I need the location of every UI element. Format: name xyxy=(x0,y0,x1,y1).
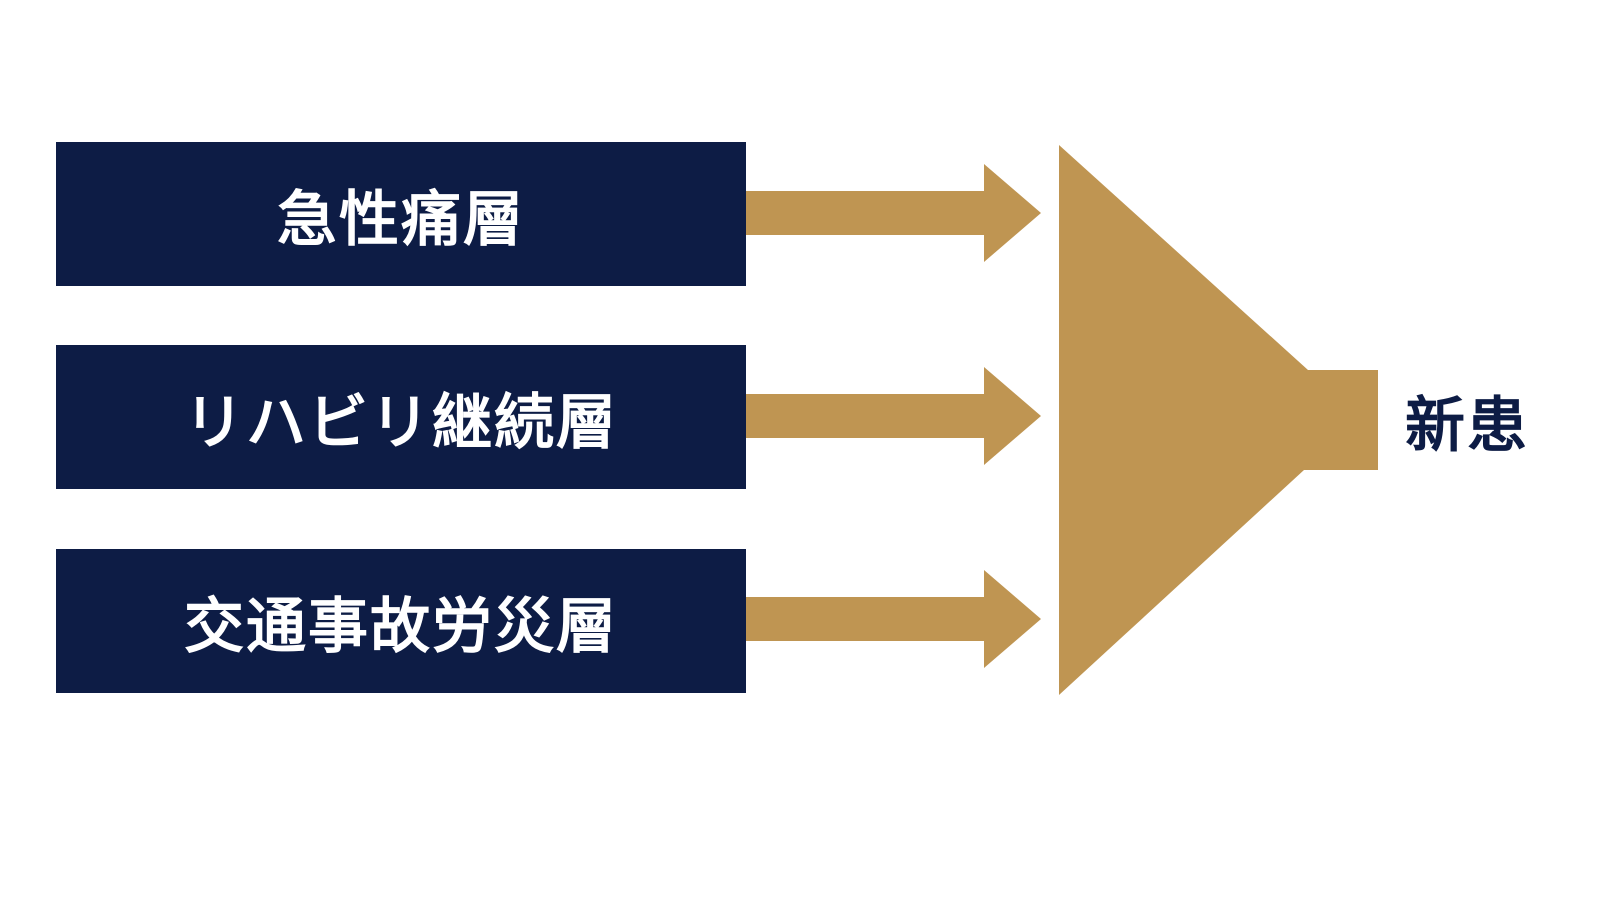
arrow-accident xyxy=(746,570,1041,668)
segment-label-accident: 交通事故労災層 xyxy=(184,591,618,662)
funnel-shape xyxy=(1059,145,1378,695)
arrow-rehab xyxy=(746,367,1041,465)
arrow-acute-pain xyxy=(746,164,1041,262)
segment-label-acute-pain: 急性痛層 xyxy=(277,184,525,255)
segment-box-accident: 交通事故労災層 xyxy=(56,549,746,693)
segment-box-rehab: リハビリ継続層 xyxy=(56,345,746,489)
segment-label-rehab: リハビリ継続層 xyxy=(184,387,618,458)
output-label-new-patients: 新患 xyxy=(1405,390,1529,461)
segment-box-acute-pain: 急性痛層 xyxy=(56,142,746,286)
